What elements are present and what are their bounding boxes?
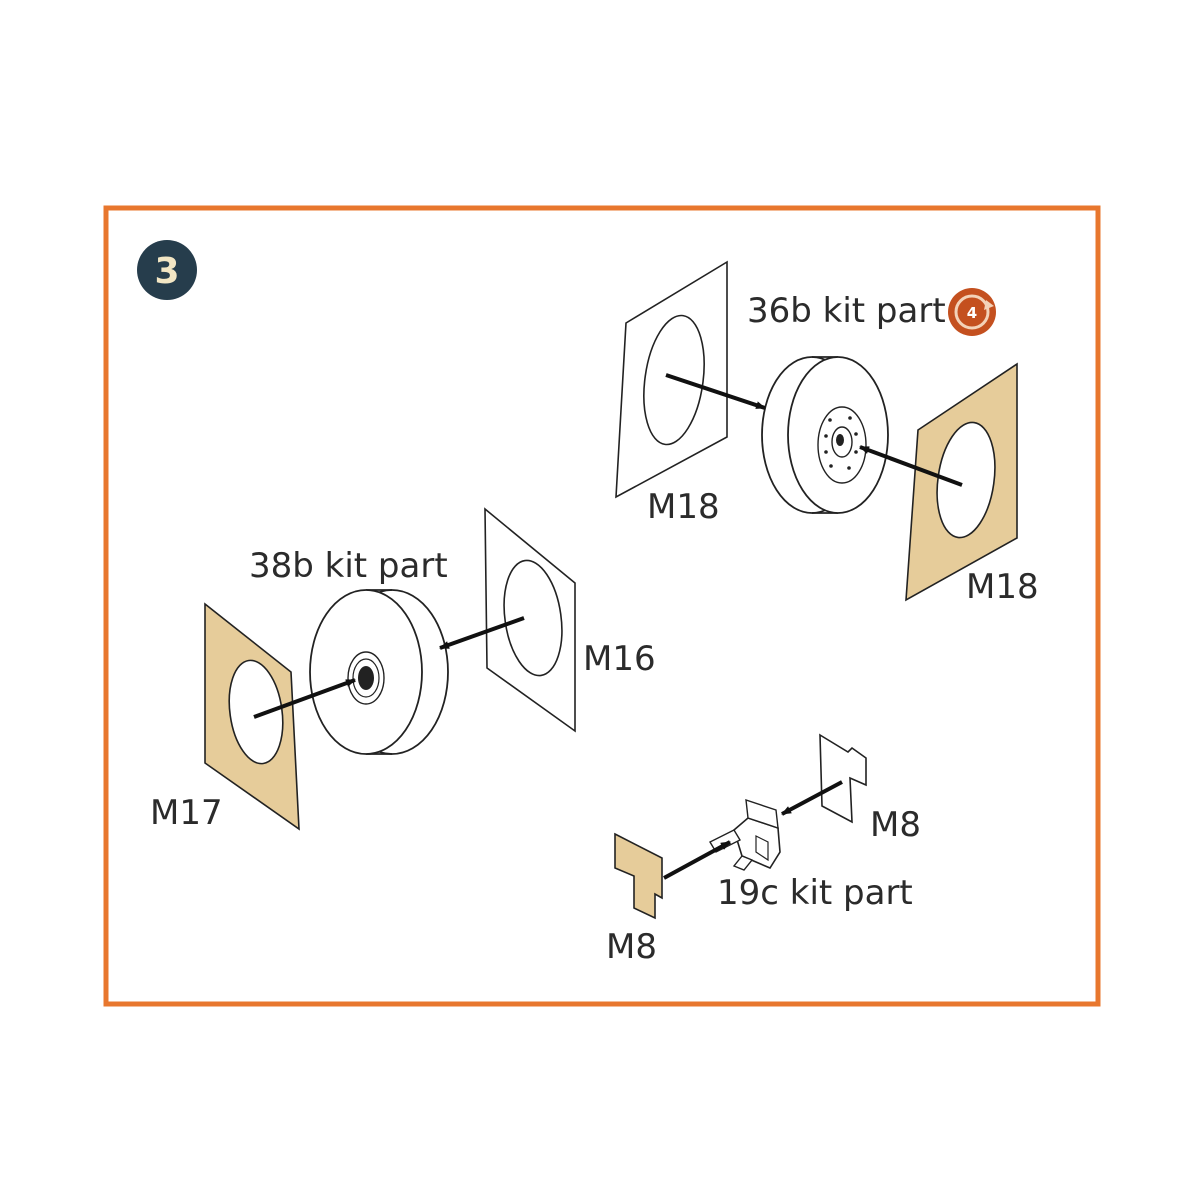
arrow-m8-to-part-19c (781, 780, 843, 816)
arrow-m16-to-wheel-38b (439, 616, 525, 650)
reference-step-number: 4 (967, 304, 977, 322)
m18-mask-white (615, 260, 728, 499)
wheel-36b (761, 356, 889, 514)
m8-mask-white (819, 733, 867, 824)
m8-photo-etch-tan (614, 832, 663, 920)
label-m18-right: M18 (966, 567, 1039, 607)
arrow-m18-tan-to-wheel-36b (859, 445, 963, 487)
step-frame (103, 205, 1101, 1007)
label-m17: M17 (150, 793, 223, 833)
label-m18-top: M18 (647, 487, 720, 527)
reference-step-icon: 4 (948, 288, 996, 336)
label-kit-38b: 38b kit part (249, 546, 448, 586)
label-m8-right: M8 (870, 805, 921, 845)
step-badge: 3 (137, 240, 197, 300)
part-19c (709, 798, 781, 871)
label-m16: M16 (583, 639, 656, 679)
arrow-m18-to-wheel-36b (665, 373, 766, 410)
step-number: 3 (154, 251, 179, 292)
arrow-m17-to-wheel-38b (253, 678, 356, 719)
label-kit-36b: 36b kit part (747, 291, 946, 331)
m16-mask-white (484, 507, 576, 733)
label-m8-left: M8 (606, 927, 657, 967)
m17-photo-etch-tan (204, 602, 300, 831)
wheel-38b (309, 589, 449, 755)
m18-photo-etch-tan (905, 362, 1018, 602)
arrow-m8-tan-to-part-19c (663, 840, 731, 880)
label-kit-19c: 19c kit part (717, 873, 913, 913)
